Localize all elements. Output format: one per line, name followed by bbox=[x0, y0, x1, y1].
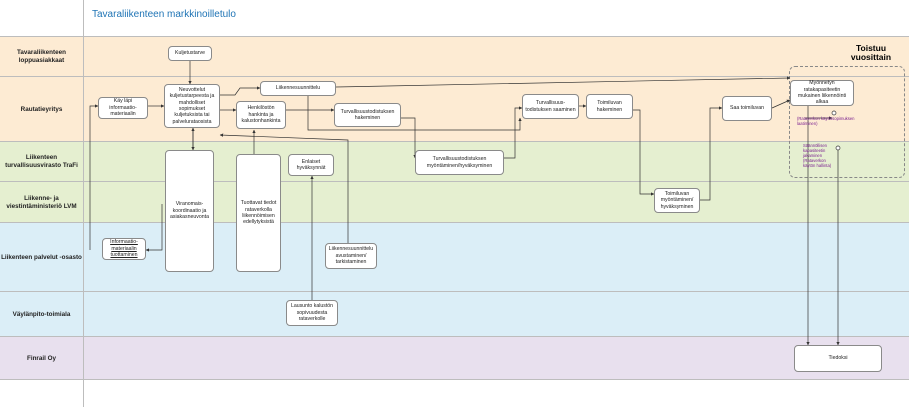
box-traffic-planning: Liikennesuunnittelu bbox=[260, 81, 336, 96]
lane-label: Liikenteen palvelut -osasto bbox=[1, 253, 82, 261]
repeat-annually-region bbox=[789, 66, 905, 178]
lane-traffic-services: Liikenteen palvelut -osasto bbox=[0, 222, 909, 291]
arrow-application-to-licence-approval bbox=[633, 109, 655, 196]
lane-finrail: Finrail Oy bbox=[0, 336, 909, 379]
lane-label-separator bbox=[83, 0, 84, 407]
arrow-approval-to-licence bbox=[700, 106, 723, 201]
box-review-material: Käy läpi informaatio-materiaalin bbox=[98, 97, 148, 119]
lane-label: Finrail Oy bbox=[26, 354, 57, 362]
note-capacity-allocation: Säännöllisen kapasiteetin jakaminen (Rat… bbox=[803, 143, 832, 169]
box-approvals: Enlaiset hyväksynnät bbox=[288, 154, 334, 176]
arrow-negotiation-to-planning bbox=[220, 86, 261, 96]
lane-lvm: Liikenne- ja viestintäministeriö LVM bbox=[0, 181, 909, 222]
lane-label: Tavaraliikenteen loppuasiakkaat bbox=[17, 49, 66, 64]
box-network-information: Tuottavat tiedot rataverkolla liikennöim… bbox=[236, 154, 281, 272]
lane-label: Liikenne- ja viestintäministeriö LVM bbox=[6, 194, 77, 210]
lane-footer bbox=[0, 379, 909, 407]
box-traffic-start: Myönnetyn ratakapasiteetin mukainen liik… bbox=[790, 80, 854, 106]
lane-label: Rautatieyritys bbox=[20, 105, 63, 113]
repeat-annually-title: Toistuu vuosittain bbox=[850, 43, 892, 63]
box-safety-cert-received: Turvallisuus-todistuksen saaminen bbox=[522, 94, 579, 119]
connector-circle bbox=[835, 145, 841, 151]
box-rolling-stock-statement: Lausunto kalustön sopivuudesta rataverko… bbox=[286, 300, 338, 326]
arrow-planning-to-traffic-start bbox=[335, 76, 791, 88]
arrow-coordination-to-material bbox=[145, 204, 163, 252]
box-for-information: Tiedoksi bbox=[794, 345, 882, 372]
arrow-licence-to-traffic-start bbox=[771, 99, 791, 109]
box-licence-approval: Toimiluvan myöntäminen/ hyväksyminen bbox=[654, 188, 700, 213]
note-track-access-agreement: (Rataverkon käyttösopimuksen laatiminen) bbox=[797, 116, 855, 127]
box-personnel-and-rolling-stock: Henkilöstön hankinta ja kalustonhankinta bbox=[236, 101, 286, 129]
box-negotiations: Neuvottelut kuljetustarpeesta ja mahdoll… bbox=[164, 84, 220, 128]
arrow-cert-application-to-approval bbox=[401, 117, 417, 159]
arrow-material-to-review bbox=[89, 104, 99, 250]
arrow-assist-to-negotiation bbox=[219, 133, 349, 243]
diagram-title: Tavaraliikenteen markkinoilletulo bbox=[92, 9, 236, 20]
lane-label: Liikenteen turvallisuusvirasto TraFi bbox=[5, 154, 78, 169]
lane-track-maintenance: Väylänpito-toimiala bbox=[0, 291, 909, 336]
arrow-approval-to-cert-received bbox=[504, 106, 523, 159]
box-safety-cert-application: Turvallisuustodistuksen hakeminen bbox=[334, 103, 401, 127]
connector-circle bbox=[831, 110, 837, 116]
box-information-material: Informaatio-materiaalin tuottaminen bbox=[102, 238, 146, 260]
lane-end-customers: Tavaraliikenteen loppuasiakkaat bbox=[0, 36, 909, 76]
box-safety-cert-approval: Turvallisuustodistuksen myöntäminen/hyvä… bbox=[415, 150, 504, 175]
box-transport-demand: Kuljetustarve bbox=[168, 46, 212, 61]
box-licence-application: Toimiluvan hakeminen bbox=[586, 94, 633, 119]
box-planning-assistance: Liikennesuunnittelu avustaminen/ tarkist… bbox=[325, 243, 377, 269]
arrow-planning-to-certificate bbox=[307, 96, 522, 131]
box-licence-received: Saa toimiluvan bbox=[722, 96, 772, 121]
lane-header bbox=[0, 0, 909, 36]
information-material-label: Informaatio-materiaalin tuottaminen bbox=[110, 239, 138, 259]
box-authority-coordination: Viranomais-koordinaatio ja asiakasneuvon… bbox=[165, 150, 214, 272]
lane-label: Väylänpito-toimiala bbox=[12, 310, 71, 318]
